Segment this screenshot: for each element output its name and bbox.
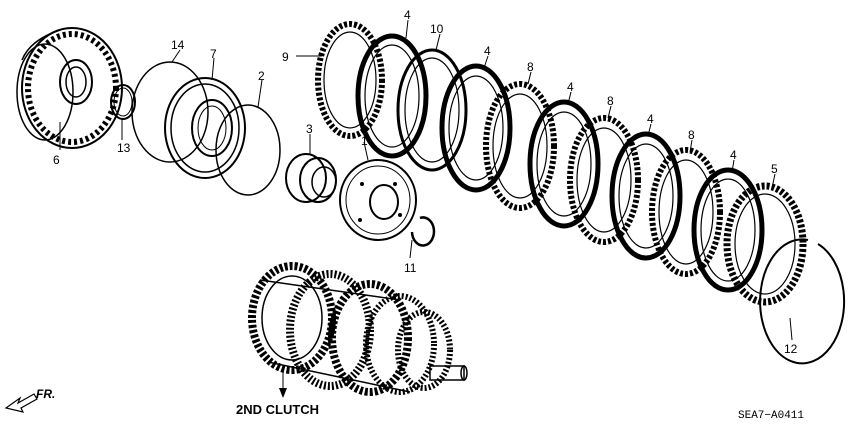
callout-part-8-b: 8 [607,94,614,108]
assembly-pointer [279,368,287,398]
callout-part-2: 2 [258,69,265,83]
clutch-drum-part-6 [16,27,123,149]
callout-part-8-a: 8 [527,60,534,74]
diagram-code: SEA7−A0411 [738,410,804,422]
callout-part-10: 10 [430,22,444,36]
callout-part-5: 5 [771,162,778,176]
clutch-plate-stack [315,21,807,306]
disc-part-4-c [527,99,601,229]
o-ring-part-14 [131,61,209,163]
callout-part-8-c: 8 [688,128,695,142]
front-direction-label: FR. [36,387,55,401]
plate-part-10 [396,48,468,172]
callout-part-4-c: 4 [567,80,574,94]
assembly-caption: 2ND CLUTCH [236,402,319,417]
callout-part-4-b: 4 [484,44,491,58]
callout-labels: 6 13 14 7 2 3 1 11 9 4 10 4 8 4 8 4 8 4 … [53,8,798,356]
o-ring-part-2 [215,104,281,196]
callout-part-14: 14 [171,38,185,52]
disc-part-4-e [691,167,765,293]
callout-part-7: 7 [210,47,217,61]
disc-part-4-a [355,33,429,159]
snap-ring-part-12 [759,238,846,365]
plate-part-8-b [567,115,641,245]
snap-ring-part-11 [410,216,436,247]
spring-assembly-part-3 [285,153,337,203]
callout-part-9: 9 [282,50,289,64]
front-direction-indicator: FR. [4,387,55,413]
clutch-piston-part-7 [164,77,246,179]
plate-part-8-a [483,81,557,211]
callout-part-6: 6 [53,153,60,167]
shaft-assembly [248,262,468,396]
disc-part-4-d [609,131,683,261]
callout-part-3: 3 [306,122,313,136]
callout-part-4-d: 4 [647,112,654,126]
callout-part-4-a: 4 [404,8,411,22]
disc-part-4-b [439,63,513,193]
callout-part-12: 12 [784,342,798,356]
callout-part-11: 11 [404,261,417,275]
spring-retainer-part-1 [339,159,417,241]
callout-part-13: 13 [117,141,131,155]
leader-lines [59,19,793,341]
callout-part-1: 1 [361,134,368,148]
end-plate-part-5 [723,182,807,306]
plate-part-9 [315,21,385,139]
plate-part-8-c [649,147,723,277]
callout-part-4-e: 4 [730,148,737,162]
